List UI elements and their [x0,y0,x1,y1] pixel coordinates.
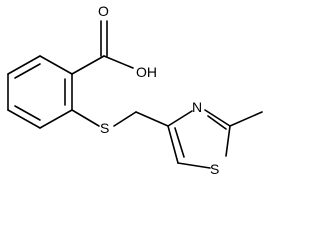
bond [229,111,263,127]
bond [39,109,73,129]
thioether-linker: S [71,109,169,136]
bond [204,109,231,127]
bond [135,111,169,127]
bond [103,55,134,69]
methyl-group [229,111,263,127]
bond [39,55,73,75]
thiazole-ring: N S [167,99,231,177]
double-bond-inner [174,127,185,158]
double-bond-inner [14,105,41,121]
bond [71,55,105,75]
double-bond-inner [14,63,41,79]
bond [167,110,193,127]
bond [177,162,211,169]
benzene-ring [7,55,73,129]
bond [7,109,41,129]
double-bond-inner [207,115,227,130]
bond [113,111,137,127]
molecule-structure: O OH S N S [7,3,263,177]
ring-sulfur-label: S [210,161,219,177]
ring-nitrogen-label: N [192,99,202,115]
carboxylic-acid-group: O OH [71,3,157,80]
carbonyl-oxygen-label: O [98,3,109,19]
hydroxyl-label: OH [136,64,157,80]
bond [7,55,41,75]
bond [225,125,231,157]
bond [167,125,179,164]
thioether-sulfur-label: S [100,120,109,136]
bond [71,109,100,127]
